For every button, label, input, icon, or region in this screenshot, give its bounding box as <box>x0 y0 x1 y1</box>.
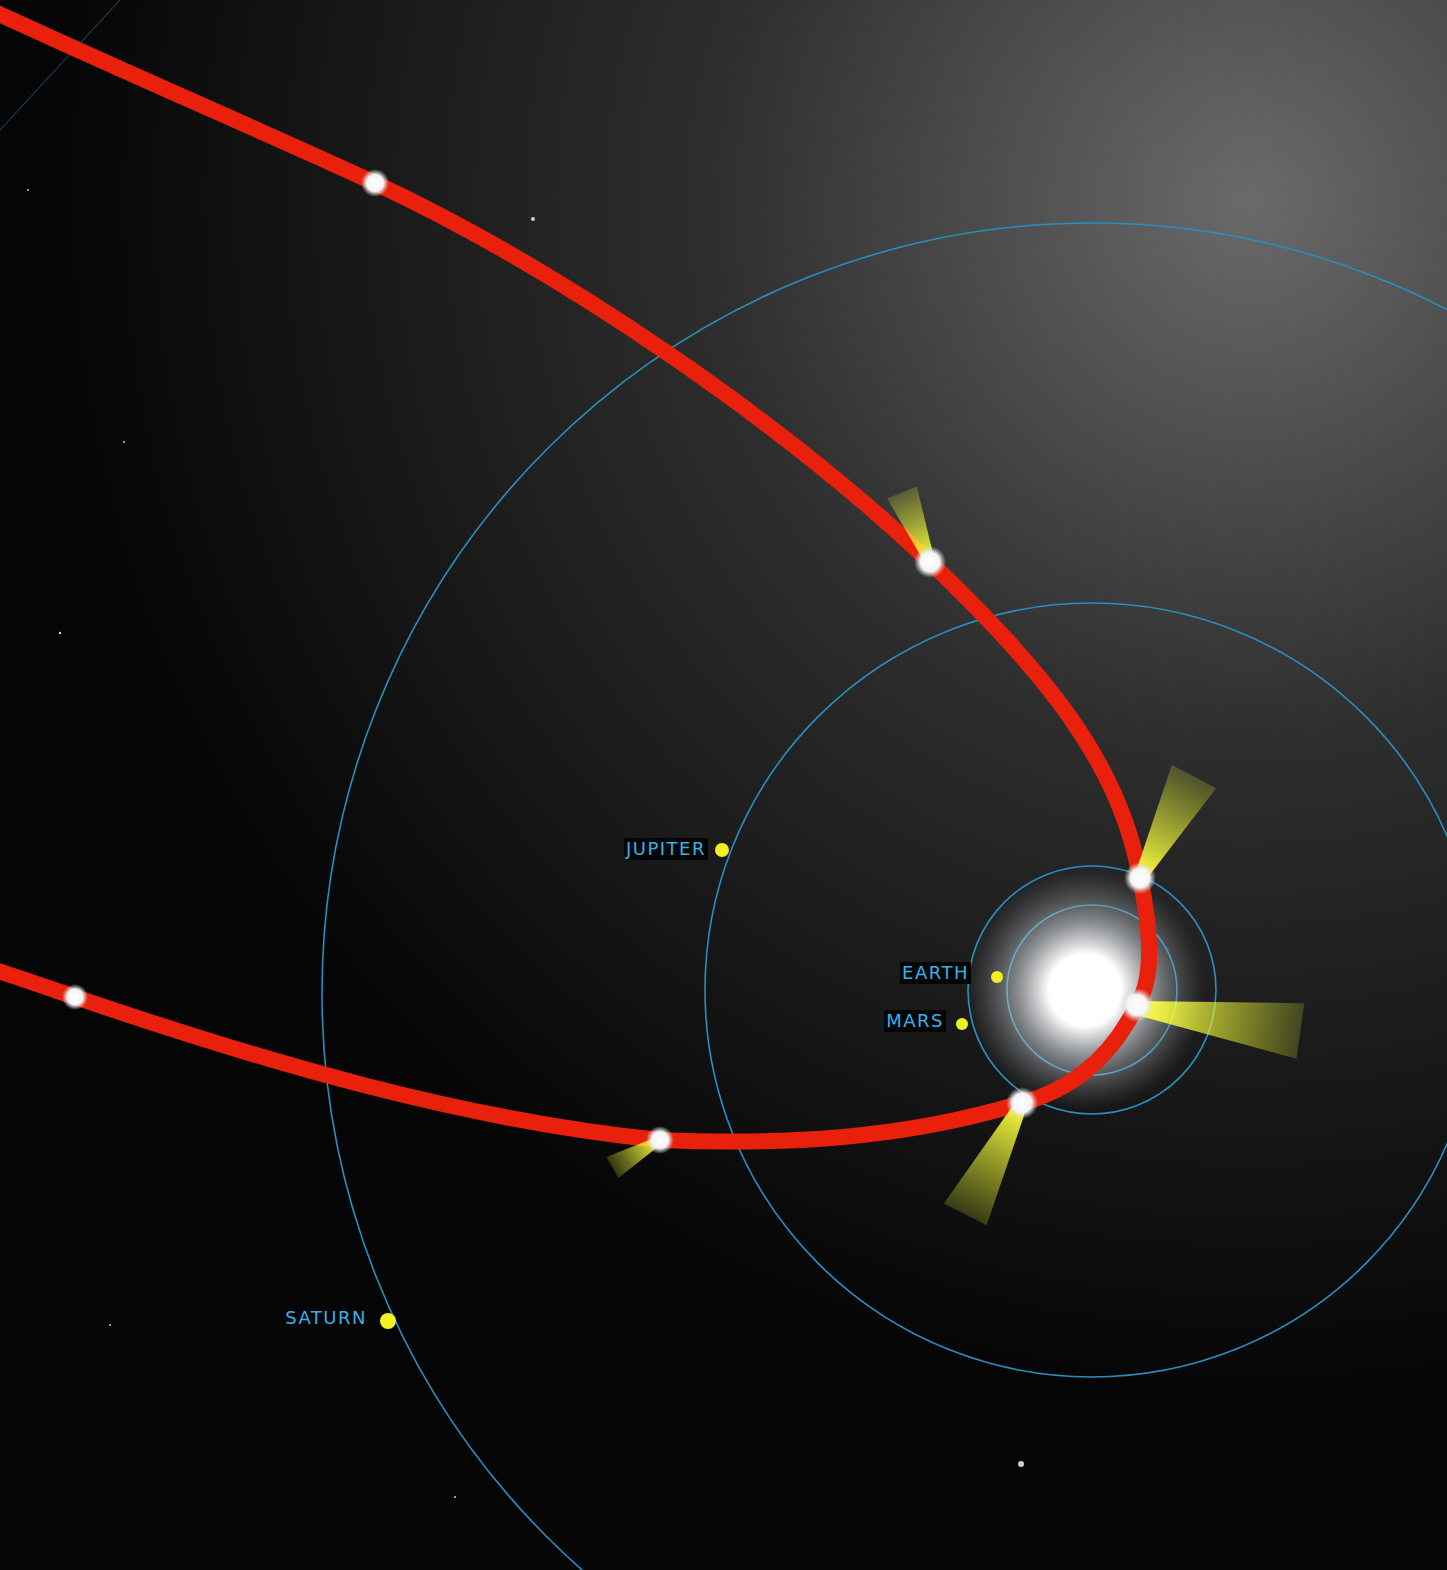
planet-label: MARS <box>884 1010 946 1032</box>
planet-label: EARTH <box>900 962 971 984</box>
planet-label: JUPITER <box>624 838 708 860</box>
planet-label: SATURN <box>283 1307 369 1329</box>
